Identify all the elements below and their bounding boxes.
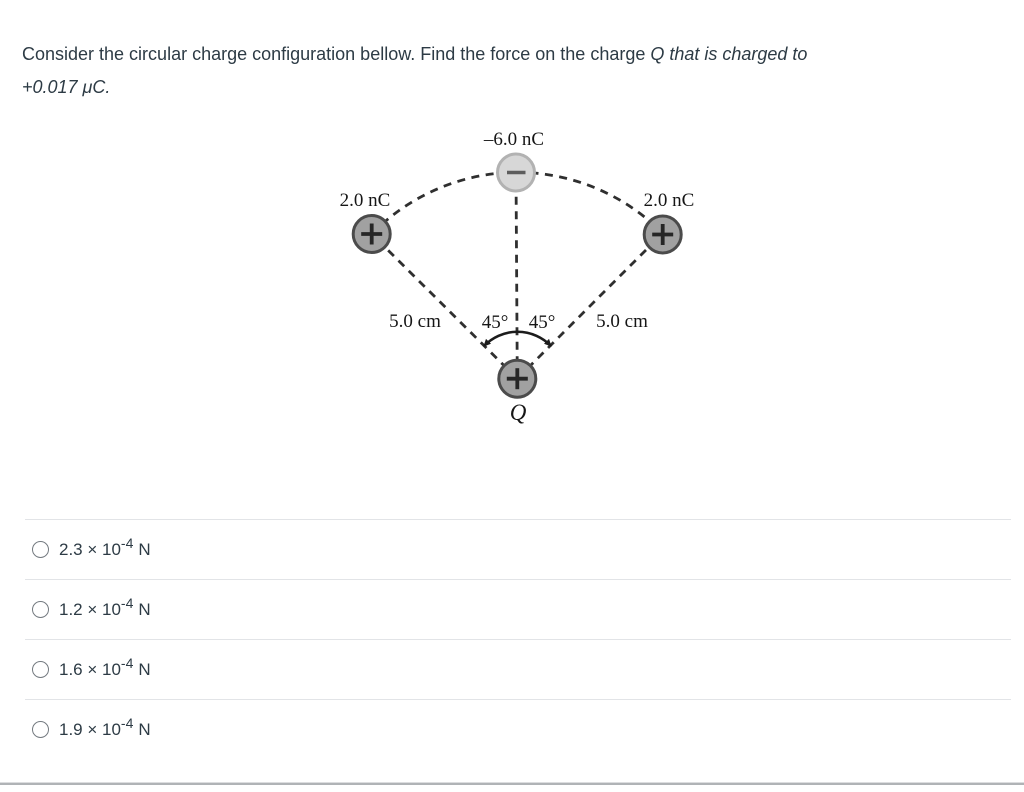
- dashed-line-q-to-top-charge: [514, 172, 519, 379]
- radio-button[interactable]: [32, 661, 49, 678]
- dashed-line-q-to-right-charge: [516, 232, 664, 380]
- dashed-construction-lines: [370, 170, 664, 380]
- charge-configuration-diagram: –6.0 nC 2.0 nC 2.0 nC 5.0 cm 5.0 cm 45° …: [340, 129, 695, 425]
- unit: N: [138, 659, 151, 679]
- angle-arc: [483, 330, 552, 347]
- dashed-line-q-to-left-charge: [370, 233, 519, 380]
- radio-button[interactable]: [32, 721, 49, 738]
- right-charge-value-label: 2.0 nC: [644, 190, 695, 211]
- charge-top-negative: [496, 152, 536, 193]
- question-text: Consider the circular charge configurati…: [22, 38, 982, 104]
- plus-icon: [361, 223, 383, 245]
- plus-icon: [506, 368, 528, 390]
- right-angle-label: 45°: [529, 312, 556, 333]
- question-text-italic-line2: +0.017 μC.: [22, 77, 111, 97]
- exponent: -4: [120, 654, 134, 671]
- charge-right-positive: [642, 214, 683, 255]
- dashed-arc-top-to-right: [515, 170, 664, 235]
- unit: N: [138, 599, 151, 619]
- dashed-arc-left-to-top: [370, 170, 517, 235]
- unit: N: [138, 539, 151, 559]
- exponent: -4: [120, 714, 134, 731]
- charge-left-positive: [351, 214, 392, 254]
- bottom-divider: [0, 782, 1024, 785]
- right-distance-label: 5.0 cm: [596, 311, 648, 332]
- charge-bottom-q-positive: [497, 358, 538, 399]
- exponent: -4: [120, 534, 134, 551]
- top-charge-value-label: –6.0 nC: [483, 129, 544, 150]
- exponent: -4: [120, 594, 134, 611]
- radio-button[interactable]: [32, 541, 49, 558]
- question-text-regular: Consider the circular charge configurati…: [22, 44, 651, 64]
- unit: N: [138, 719, 151, 739]
- bottom-charge-q-label: Q: [510, 400, 527, 425]
- plus-icon: [652, 224, 674, 245]
- left-distance-label: 5.0 cm: [389, 311, 441, 332]
- question-text-italic: Q that is charged to: [650, 44, 808, 64]
- radio-button[interactable]: [32, 601, 49, 618]
- left-angle-label: 45°: [482, 312, 509, 333]
- left-charge-value-label: 2.0 nC: [340, 190, 391, 211]
